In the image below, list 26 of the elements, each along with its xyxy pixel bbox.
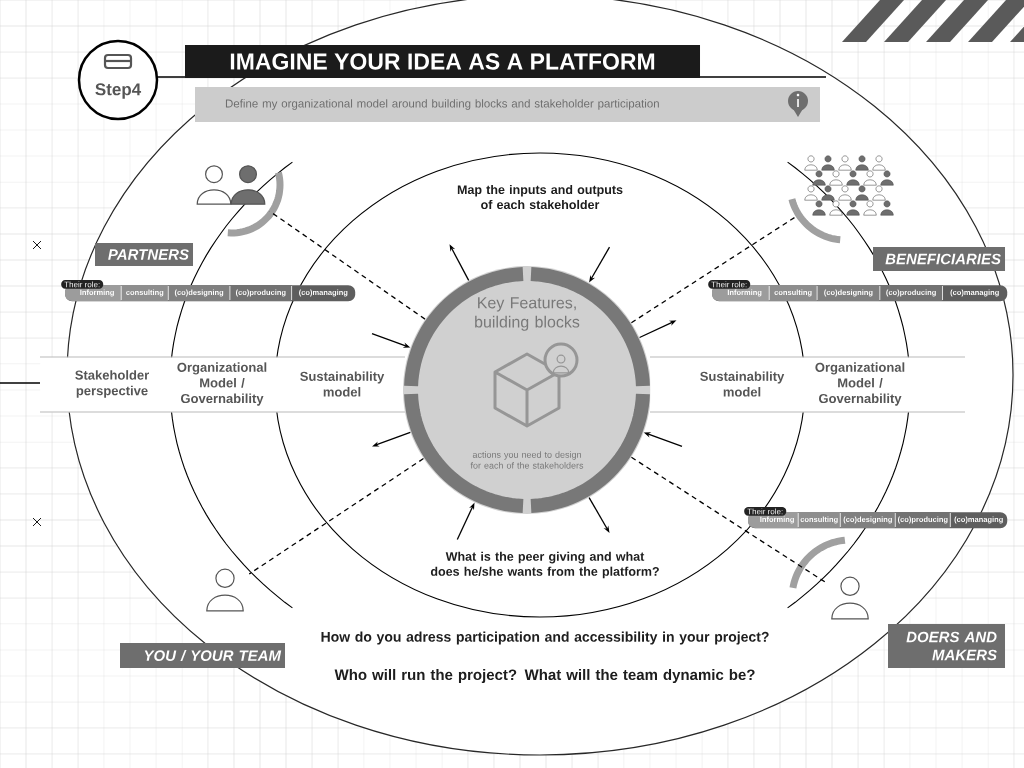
role-tag: Their role: xyxy=(744,506,787,516)
question-text: What is the peer giving and what does he/she wants from the platform? xyxy=(430,551,659,579)
role-tag: Their role: xyxy=(708,279,751,289)
role-tag: Their role: xyxy=(61,279,104,289)
disk-note: actions you need to design for each of the stakeholders xyxy=(470,451,584,469)
question-text: How do you adress participation and accessibility in your project? xyxy=(321,631,769,645)
stakeholder-tag: PARTNERS xyxy=(95,243,193,266)
person-icon xyxy=(206,568,244,612)
step-label: Step4 xyxy=(95,83,142,99)
disk-heading: Key Features, building blocks xyxy=(475,297,580,331)
crowd-icon xyxy=(804,155,894,216)
arrow xyxy=(588,496,610,533)
band-label: Sustainability model xyxy=(700,371,785,397)
subtitle-band: Define my organizational model around building blocks and stakeholder participation xyxy=(195,87,820,122)
band-label: Organizational Model / Governability xyxy=(815,362,905,406)
band-label: Sustainability model xyxy=(300,371,385,397)
band-label: Organizational Model / Governability xyxy=(177,362,267,406)
people-icon xyxy=(196,165,266,205)
stakeholder-tag: YOU / YOUR TEAM xyxy=(120,643,285,668)
question-text: Who will run the project? What will the team dynamic be? xyxy=(334,669,755,683)
band-label: Stakeholder perspective xyxy=(75,370,149,398)
stakeholder-tag: DOERS AND MAKERS xyxy=(888,624,1005,668)
title-banner: IMAGINE YOUR IDEA AS A PLATFORM xyxy=(185,45,700,78)
question-text: Map the inputs and outputs of each stakeholder xyxy=(457,184,623,210)
person-icon xyxy=(831,576,869,620)
stakeholder-tag: BENEFICIARIES xyxy=(873,247,1005,271)
